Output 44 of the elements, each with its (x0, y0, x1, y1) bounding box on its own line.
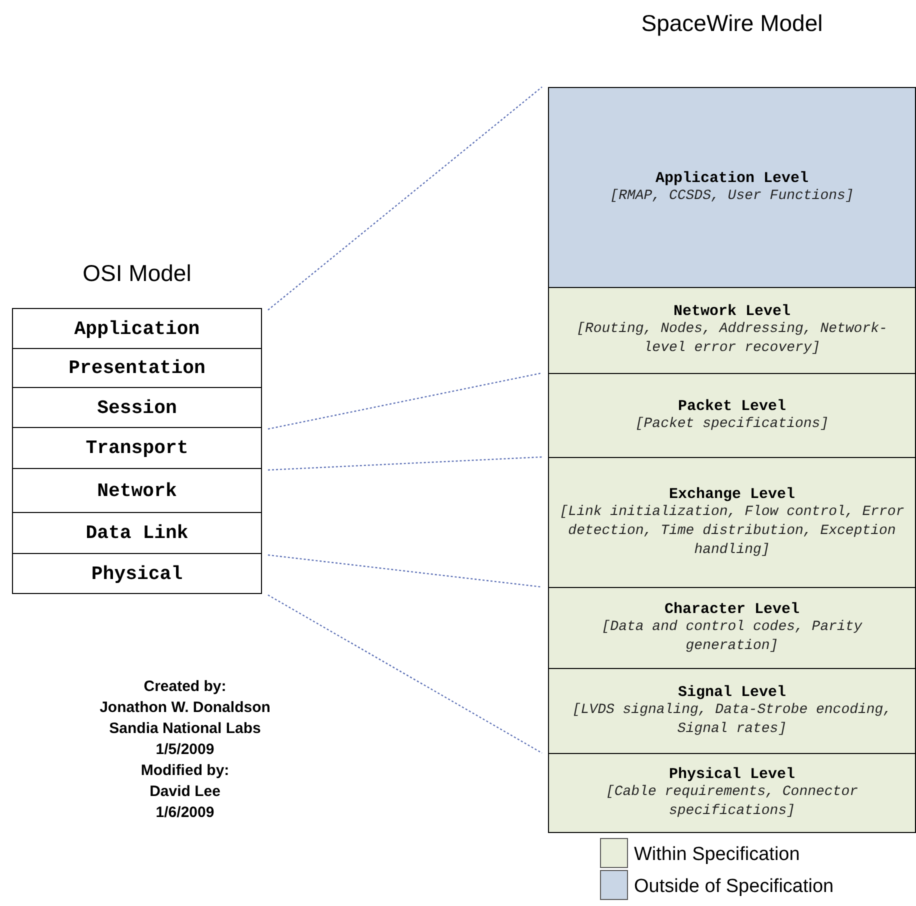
layer-box: Presentation (12, 348, 262, 388)
level-title: Signal Level (678, 684, 786, 700)
level-description: [Data and control codes, Parity generation] (600, 618, 864, 656)
level-title: Packet Level (678, 398, 786, 414)
layer-box: Transport (12, 427, 262, 469)
credit-text: 1/5/2009 (154, 741, 216, 758)
mapping-line (268, 594, 542, 754)
layer-box: Data Link (12, 512, 262, 554)
credit-text: David Lee (148, 783, 222, 800)
level-title: Network Level (673, 303, 791, 320)
level-description: [Cable requirements, Connector specifications] (604, 782, 860, 820)
level-box (548, 87, 916, 288)
level-box (548, 373, 916, 458)
stack-heading: OSI Model (82, 259, 192, 288)
credit-text: Modified by: (140, 762, 230, 779)
stack-heading: SpaceWire Model (640, 9, 824, 38)
credit-text: Sandia National Labs (108, 720, 262, 737)
layer-box: Network (12, 468, 262, 513)
credit-text: 1/6/2009 (154, 804, 216, 821)
level-box (548, 587, 916, 669)
level-title: Application Level (655, 170, 809, 186)
level-title: Exchange Level (668, 486, 796, 502)
credit-text: Created by: (142, 678, 228, 695)
level-box (548, 457, 916, 588)
level-box (548, 753, 916, 833)
mapping-line (268, 86, 542, 310)
level-description: [LVDS signaling, Data-Strobe encoding, Signal rates] (571, 700, 893, 738)
layer-box: Application (12, 308, 262, 349)
level-title: Physical Level (668, 766, 796, 782)
level-description: [Link initialization, Flow control, Error detection, Time distribution, Exception handling] (559, 502, 905, 560)
mapping-line (268, 554, 542, 588)
level-box (548, 668, 916, 754)
level-description: [Routing, Nodes, Addressing, Network-level error recovery] (576, 320, 888, 358)
level-title: Character Level (664, 600, 800, 618)
legend-label: Outside of Specification (634, 876, 834, 898)
layer-box: Physical (12, 553, 262, 594)
level-description: [RMAP, CCSDS, User Functions] (610, 186, 854, 206)
credit-text: Jonathon W. Donaldson (98, 699, 272, 716)
layer-box: Session (12, 387, 262, 428)
level-description: [Packet specifications] (635, 414, 829, 434)
mapping-line (268, 372, 542, 430)
legend-label: Within Specification (634, 844, 800, 866)
mapping-line (268, 456, 542, 471)
level-box (548, 287, 916, 374)
